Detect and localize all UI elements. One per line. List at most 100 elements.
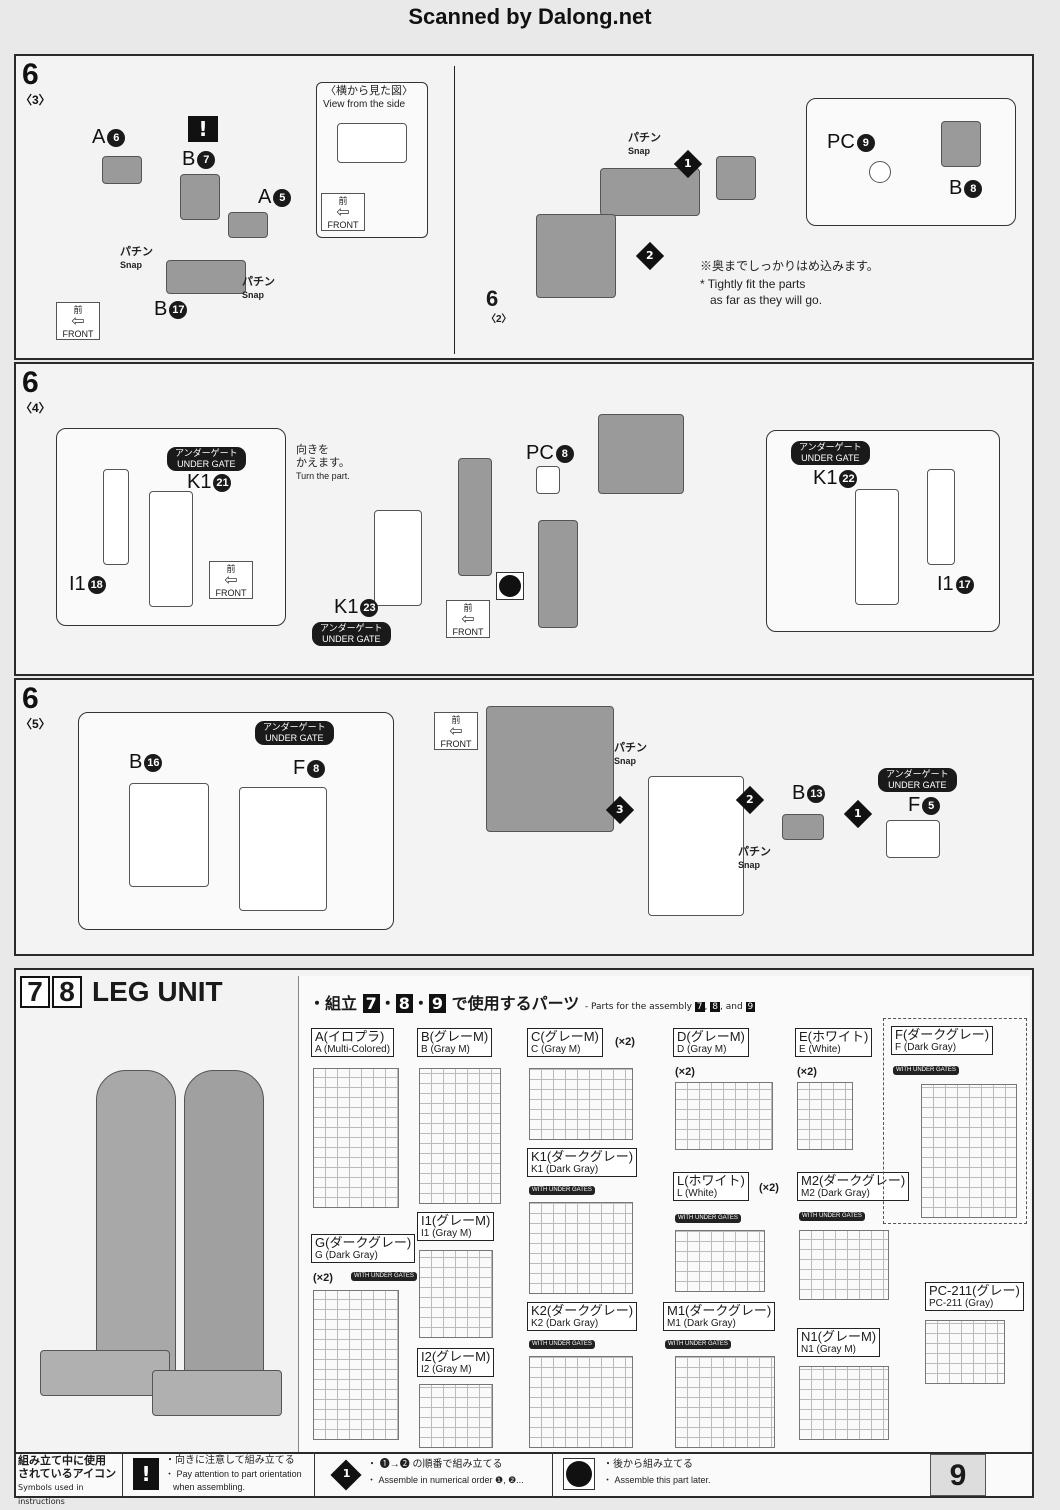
front-en: FRONT [327, 220, 359, 230]
runner-i1 [419, 1250, 493, 1338]
legend-later-jp: ・後から組み立てる [603, 1459, 693, 1470]
part-i1-17 [927, 469, 955, 565]
front-arrow-icon: ⇦ [336, 204, 350, 221]
front-indicator: 前 ⇦ FRONT [56, 302, 100, 340]
part-i1-18 [103, 469, 129, 565]
mult-c: (×2) [615, 1036, 635, 1048]
foot-right [152, 1370, 282, 1416]
assemble-later-icon [563, 1458, 595, 1490]
step-number: 6 [22, 366, 39, 399]
leg-right [184, 1070, 264, 1400]
part-pc8 [536, 466, 560, 494]
front-indicator: 前⇦FRONT [434, 712, 478, 750]
leg-illustration [16, 1010, 296, 1454]
ug-tag-m1: WITH UNDER GATES [665, 1340, 731, 1349]
runner-label-b: B(グレーM)B (Gray M) [417, 1028, 493, 1057]
step-number: 6 [22, 682, 39, 715]
legend-later: ・後から組み立てる ・ Assemble this part later. [552, 1452, 792, 1498]
step-6-3-panel: 6 〈3〉 〈横から見た図〉 View from the side 前 ⇦ FR… [14, 54, 1034, 360]
ug-tag-m2: WITH UNDER GATES [799, 1212, 865, 1221]
front-indicator: 前⇦FRONT [446, 600, 490, 638]
side-view-title: 〈横から見た図〉 [325, 85, 413, 97]
legend-order-en: ・ Assemble in numerical order ❶, ❷... [367, 1475, 524, 1485]
part-6-2-assembly [536, 214, 616, 298]
leg-unit-panel: 7 8 LEG UNIT ・組立 7・8・9 で使用するパーツ - Parts … [14, 968, 1034, 1454]
runner-m1 [675, 1356, 775, 1448]
front-arrow-icon: ⇦ [71, 313, 85, 330]
mult-d: (×2) [675, 1066, 695, 1078]
part-a6 [102, 156, 142, 184]
note-en-1: * Tightly fit the parts [700, 277, 806, 291]
parts-title: ・組立 7・8・9 で使用するパーツ - Parts for the assem… [309, 994, 756, 1013]
runner-k1 [529, 1202, 633, 1294]
mult-g: (×2) [313, 1272, 333, 1284]
foot-left [40, 1350, 170, 1396]
runner-d [675, 1082, 773, 1150]
part-b8 [941, 121, 981, 167]
runner-label-l: L(ホワイト)L (White) [673, 1172, 749, 1201]
runner-label-m2: M2(ダークグレー)M2 (Dark Gray) [797, 1172, 910, 1201]
part-b13 [782, 814, 824, 840]
runner-label-d: D(グレーM)D (Gray M) [673, 1028, 749, 1057]
order-1-icon: 1 [843, 799, 873, 829]
watermark: Scanned by Dalong.net [408, 4, 652, 29]
mult-l: (×2) [759, 1182, 779, 1194]
front-arrow-icon: ⇦ [461, 611, 475, 628]
turn-note: 向きをかえます。Turn the part. [296, 444, 350, 481]
note-en-2: as far as they will go. [710, 293, 823, 307]
legend-attention-en1: ・ Pay attention to part orientation [165, 1469, 302, 1479]
attention-icon: ! [133, 1458, 159, 1490]
part-joint [716, 156, 756, 200]
mult-e: (×2) [797, 1066, 817, 1078]
legend-bar [14, 1452, 1034, 1498]
part-assembly [598, 414, 684, 494]
order-icon: 1 [330, 1459, 362, 1491]
assemble-later-icon [496, 572, 524, 600]
runner-label-e: E(ホワイト)E (White) [795, 1028, 873, 1057]
ug-tag-f: WITH UNDER GATES [893, 1066, 959, 1075]
part-k1-22 [855, 489, 899, 605]
runner-f-group [883, 1018, 1027, 1224]
ug-tag-l: WITH UNDER GATES [675, 1214, 741, 1223]
runner-n1 [799, 1366, 889, 1440]
front-arrow-icon: ⇦ [449, 723, 463, 740]
parts-list-frame: ・組立 7・8・9 で使用するパーツ - Parts for the assem… [298, 976, 1030, 1454]
part-leg-assembly [486, 706, 614, 832]
runner-i2 [419, 1384, 493, 1448]
runner-a [313, 1068, 399, 1208]
step-7-badge: 7 [20, 976, 50, 1008]
runner-g [313, 1290, 399, 1440]
legend-attention-jp: ・向きに注意して組み立てる [165, 1455, 295, 1466]
part-k1-23 [374, 510, 422, 606]
runner-label-pc211: PC-211(グレー)PC-211 (Gray) [925, 1282, 1024, 1311]
runner-label-f: F(ダークグレー)F (Dark Gray) [891, 1026, 994, 1055]
step-8-badge: 8 [52, 976, 82, 1008]
part-pc9 [869, 161, 891, 183]
runner-c [529, 1068, 633, 1140]
divider [454, 66, 455, 354]
attention-icon: ! [188, 116, 218, 142]
side-view-callout: 〈横から見た図〉 View from the side 前 ⇦ FRONT [316, 82, 428, 238]
sub-step-number: 〈4〉 [20, 401, 51, 415]
order-2-icon: 2 [635, 241, 665, 271]
